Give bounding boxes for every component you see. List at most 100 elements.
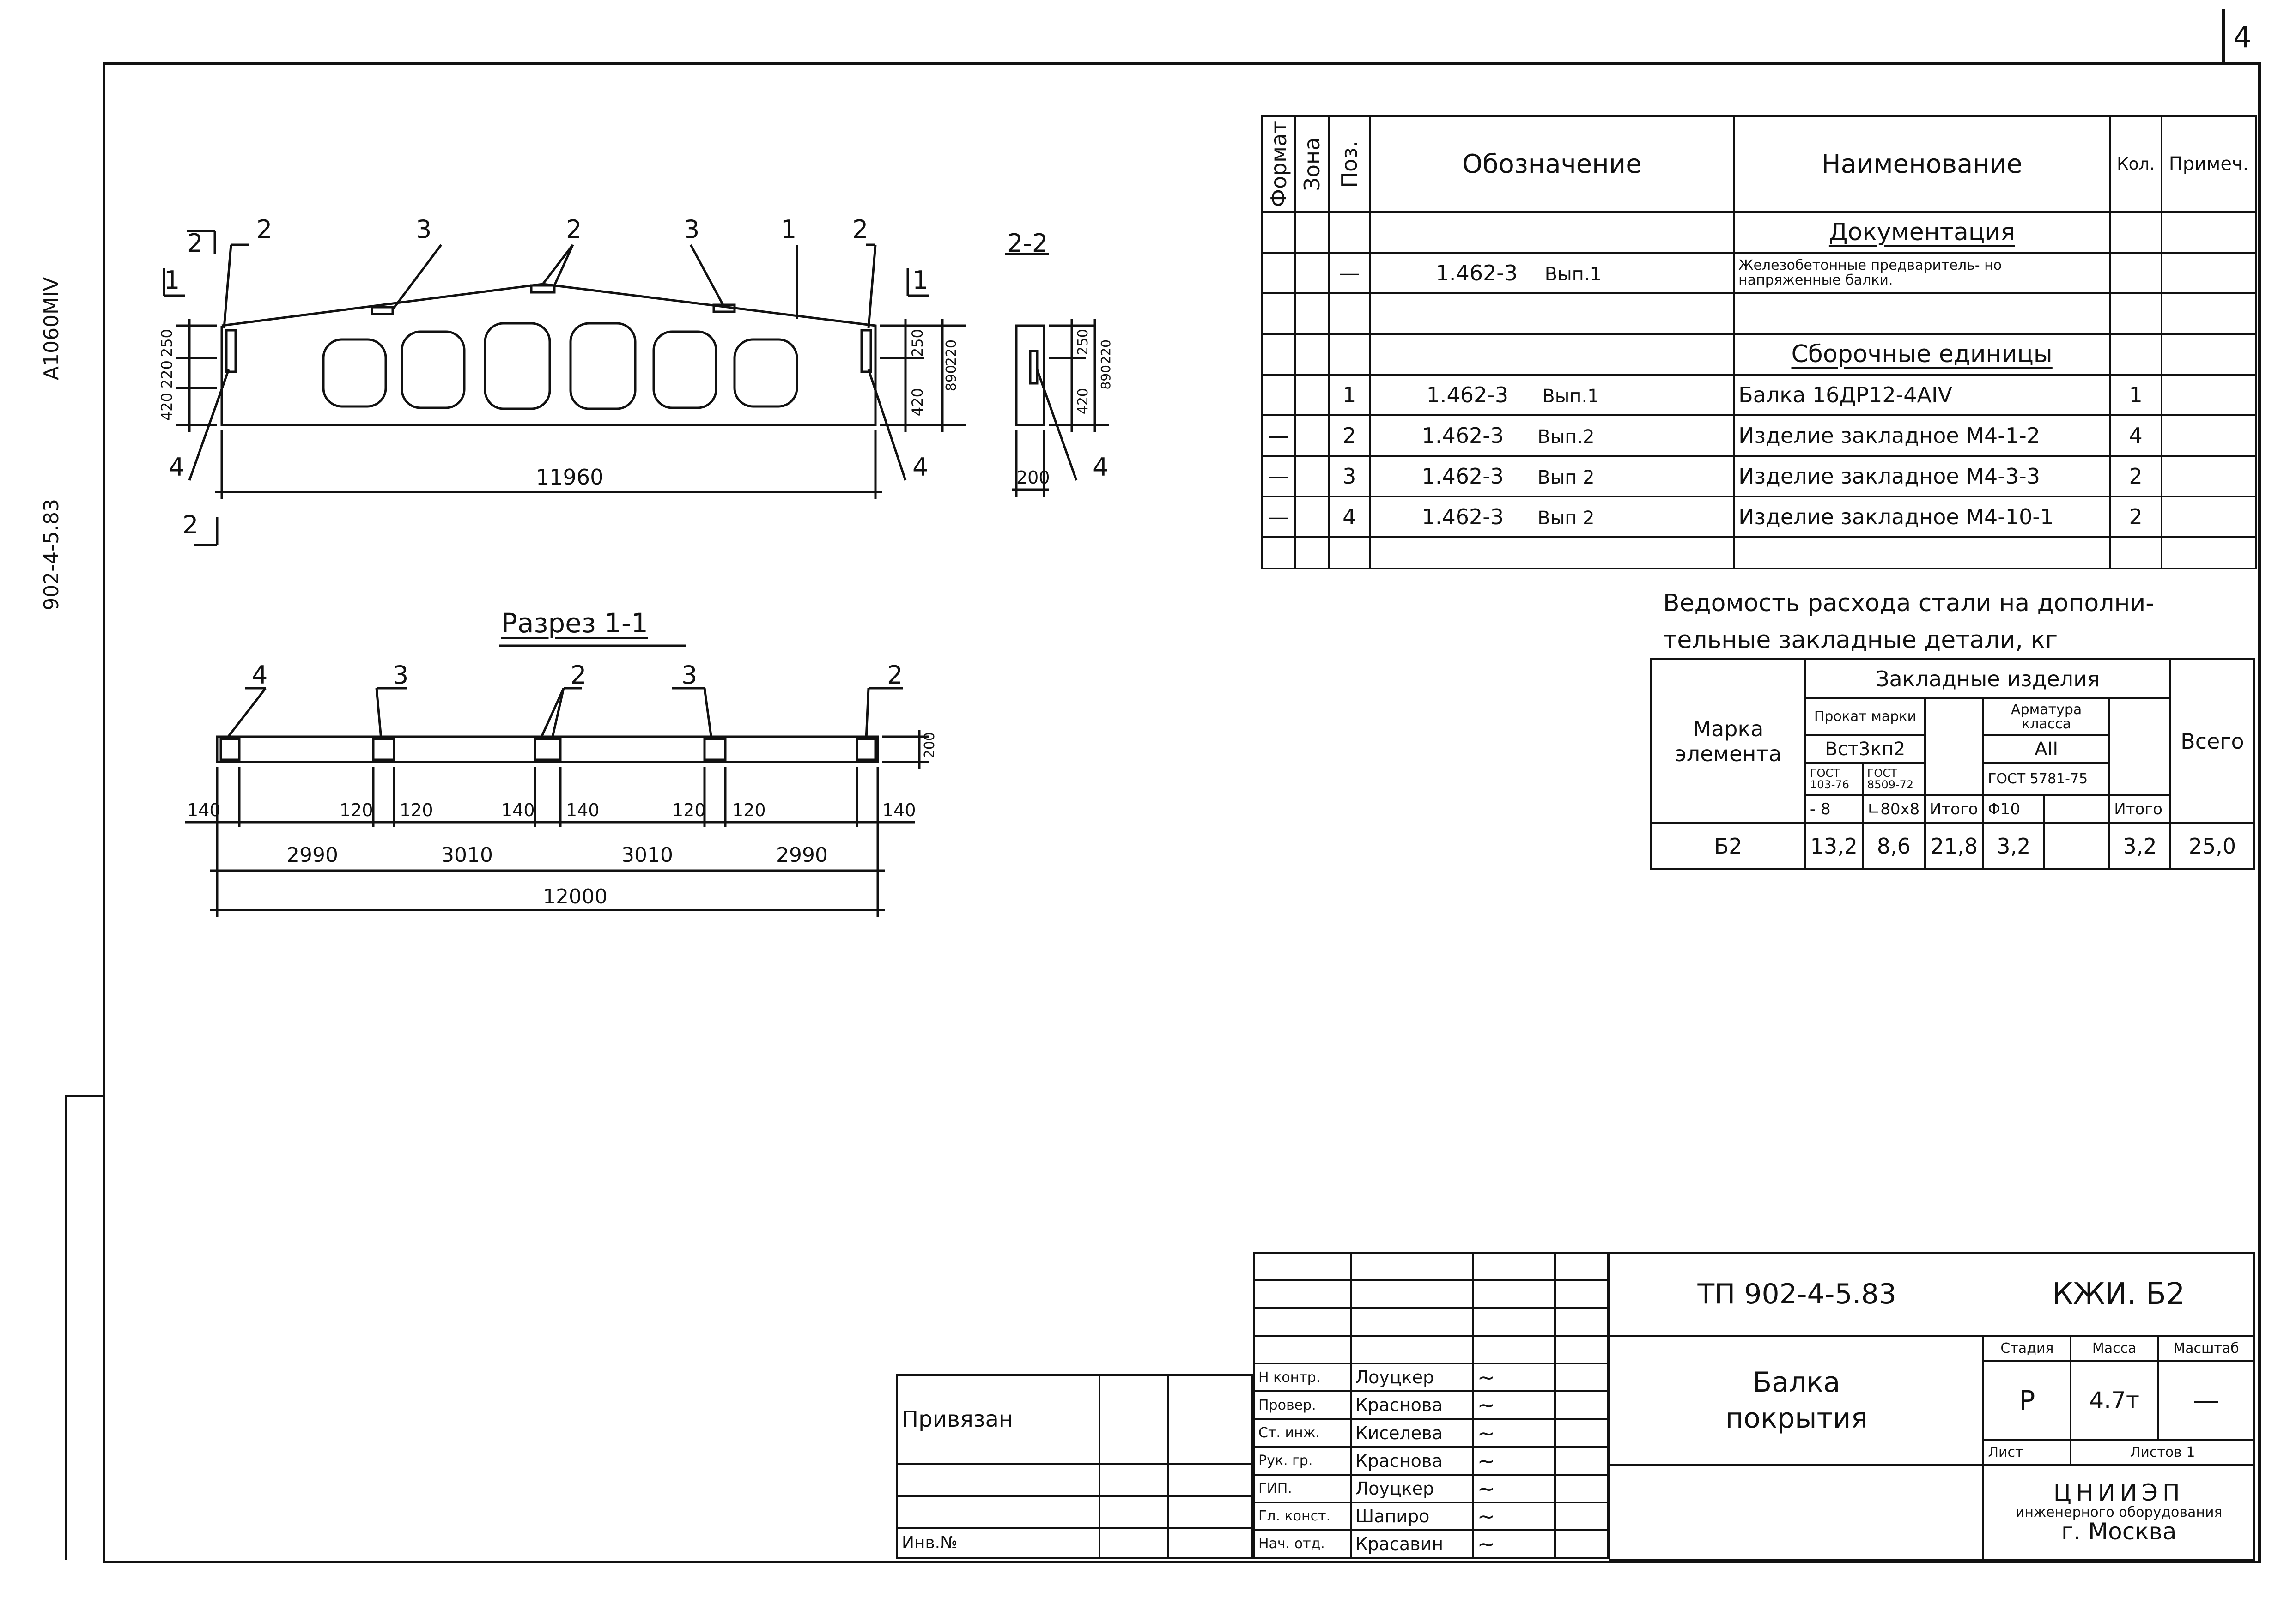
dim-22-420: 420 [1075, 388, 1091, 415]
signature: ~ [1471, 1446, 1556, 1476]
cut-mark-1-right: 1 [912, 266, 929, 295]
sec-span-3: 3010 [621, 843, 673, 867]
callout-3a: 3 [416, 215, 432, 244]
hdr-qty: Кол. [2109, 115, 2163, 213]
steel-row-b2: Б2 13,2 8,6 21,8 3,2 3,2 25,0 [1650, 822, 2256, 870]
bound-label: Привязан [896, 1374, 1101, 1465]
signature: ~ [1471, 1473, 1556, 1503]
callout-2c: 2 [852, 215, 869, 244]
staff-row: Провер.Краснова~ [1253, 1390, 1609, 1420]
title-block-main: ТП 902-4-5.83 КЖИ. Б2 Балка покрытия Ста… [1608, 1252, 2256, 1561]
dim-right-220: 220 [943, 339, 960, 366]
spec-row-doc: — 1.462-3 Вып.1 Железобетонные предварит… [1261, 251, 2257, 294]
sec-span-1: 2990 [286, 843, 338, 867]
callout-4-section22: 4 [1093, 453, 1109, 482]
steel-mark-header: Марка элемента [1650, 658, 1806, 824]
stage-value: Р [1982, 1360, 2072, 1441]
section-1-1-title: Разрез 1-1 [501, 607, 648, 639]
hdr-zone: Зона [1295, 116, 1329, 212]
sec-d7: 120 [732, 800, 766, 820]
cut-mark-2-top: 2 [187, 229, 203, 258]
sec-callout-2b: 2 [887, 660, 903, 690]
spec-row-4: — 4 1.462-3 Вып 2 Изделие закладное М4-1… [1261, 495, 2257, 538]
hdr-format: Формат [1262, 116, 1295, 212]
steel-total-header: Всего [2169, 658, 2256, 824]
sec-d8: 140 [882, 800, 916, 820]
dim-22-250: 250 [1075, 329, 1091, 356]
sec-h-200: 200 [922, 732, 938, 759]
hdr-designation: Обозначение [1369, 115, 1735, 213]
dim-22-890: 890 [1098, 365, 1113, 390]
signature: ~ [1471, 1529, 1556, 1559]
steel-table: Марка элемента Закладные изделия Всего П… [1650, 658, 2256, 870]
section-units: Сборочные единицы [1733, 333, 2111, 376]
sheet-frame [103, 62, 2261, 1563]
callout-4-left: 4 [169, 453, 185, 482]
cut-mark-1-left: 1 [164, 266, 180, 295]
signature: ~ [1471, 1418, 1556, 1448]
binding-block: Привязан Инв.№ [896, 1374, 1253, 1559]
callout-2a: 2 [256, 215, 273, 244]
dim-left-250: 250 [158, 329, 176, 357]
scale-value: — [2156, 1360, 2256, 1441]
sec-d2: 120 [340, 800, 373, 820]
sec-d6: 120 [672, 800, 706, 820]
signature: ~ [1471, 1363, 1556, 1393]
staff-row: Гл. конст.Шапиро~ [1253, 1501, 1609, 1531]
sec-d4: 140 [501, 800, 535, 820]
staff-row: Н контр.Лоуцкер~ [1253, 1363, 1609, 1393]
left-margin-box [65, 1095, 105, 1560]
signature: ~ [1471, 1390, 1556, 1420]
dim-right-420: 420 [909, 388, 926, 417]
section-docs: Документация [1733, 211, 2111, 254]
dim-left-220: 220 [158, 360, 176, 389]
project-code: ТП 902-4-5.83 [1608, 1252, 1984, 1337]
sheet-code: КЖИ. Б2 [1983, 1252, 2255, 1337]
sec-d5: 140 [566, 800, 600, 820]
hdr-name: Наименование [1733, 115, 2111, 213]
callout-4-right: 4 [912, 453, 929, 482]
sec-d3: 120 [400, 800, 433, 820]
dim-width: 200 [1016, 467, 1050, 488]
spec-designation-0: 1.462-3 Вып.1 [1369, 251, 1735, 294]
object-name: Балка покрытия [1608, 1335, 1985, 1466]
staff-block: Н контр.Лоуцкер~ Провер.Краснова~ Ст. ин… [1253, 1251, 1609, 1559]
sheet-number: 4 [2233, 20, 2252, 54]
sec-callout-3b: 3 [681, 660, 698, 690]
sec-span-4: 2990 [776, 843, 828, 867]
mass-value: 4.7т [2070, 1360, 2159, 1441]
dim-right-250: 250 [909, 329, 926, 357]
spec-name-0: Железобетонные предваритель- но напряжен… [1733, 251, 2111, 294]
hdr-pos: Поз. [1328, 116, 1370, 212]
sec-total: 12000 [543, 885, 607, 909]
organization: ЦНИИЭП инженерного оборудования г. Москв… [1982, 1464, 2255, 1561]
dim-22-220: 220 [1098, 339, 1113, 364]
sec-callout-3a: 3 [393, 660, 409, 690]
sec-callout-4: 4 [252, 660, 268, 690]
staff-row: Нач. отд.Красавин~ [1253, 1529, 1609, 1559]
staff-row: Ст. инж.Киселева~ [1253, 1418, 1609, 1448]
sec-d1: 140 [187, 800, 221, 820]
steel-embedded-header: Закладные изделия [1804, 658, 2171, 699]
sheet-number-box: 4 [2222, 9, 2258, 65]
dim-left-420: 420 [158, 393, 176, 421]
callout-3b: 3 [684, 215, 700, 244]
steel-title-line1: Ведомость расхода стали на дополни- [1663, 589, 2155, 617]
spec-row-3: — 3 1.462-3 Вып 2 Изделие закладное М4-3… [1261, 454, 2257, 497]
view-2-2-title: 2-2 [1007, 229, 1048, 258]
staff-row: Рук. гр.Краснова~ [1253, 1446, 1609, 1476]
hdr-note: Примеч. [2161, 115, 2257, 213]
signature: ~ [1471, 1501, 1556, 1531]
beam-outline [220, 283, 877, 426]
sec-callout-2a: 2 [571, 660, 587, 690]
cut-mark-2-bottom: 2 [182, 510, 199, 539]
dim-right-890: 890 [943, 365, 960, 392]
dim-length: 11960 [536, 465, 604, 490]
spec-row-1: 1 1.462-3 Вып.1 Балка 16ДР12-4АIV 1 [1261, 373, 2257, 416]
callout-1: 1 [781, 215, 797, 244]
inv-label: Инв.№ [896, 1527, 1101, 1559]
callout-2b: 2 [566, 215, 582, 244]
staff-row: ГИП.Лоуцкер~ [1253, 1473, 1609, 1503]
spec-row-2: — 2 1.462-3 Вып.2 Изделие закладное М4-1… [1261, 414, 2257, 457]
